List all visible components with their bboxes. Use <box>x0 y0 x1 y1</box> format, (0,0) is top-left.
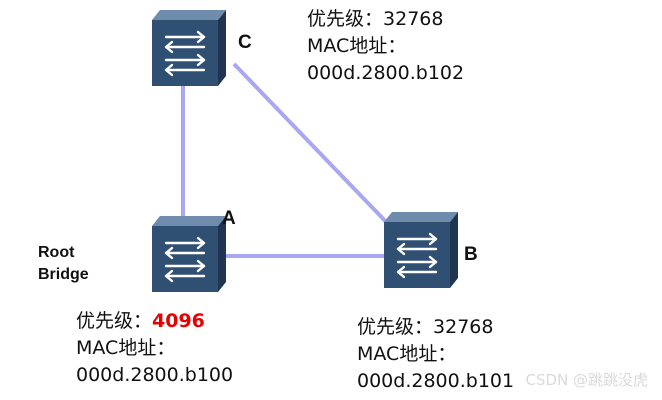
switch-a-label: A <box>222 208 236 229</box>
link-c-b <box>232 62 394 230</box>
switch-b-label: B <box>464 244 478 265</box>
switch-c-info: 优先级：32768 MAC地址： 000d.2800.b102 <box>307 6 464 87</box>
mac-value: 000d.2800.b100 <box>76 364 234 386</box>
switch-c-priority: 优先级：32768 <box>307 6 464 33</box>
switch-a-icon[interactable] <box>152 216 226 292</box>
switch-b-info: 优先级：32768 MAC地址： 000d.2800.b101 <box>357 314 514 395</box>
root-bridge-tag: Root Bridge <box>38 242 89 286</box>
switch-c-label: C <box>238 32 252 53</box>
mac-value: 000d.2800.b102 <box>307 62 465 84</box>
mac-label: MAC地址： <box>357 343 457 365</box>
priority-value: 32768 <box>383 8 444 30</box>
priority-label: 优先级： <box>307 8 384 30</box>
switch-b-icon[interactable] <box>384 212 458 288</box>
switch-c-icon[interactable] <box>152 10 226 86</box>
priority-label: 优先级： <box>357 316 434 338</box>
mac-label: MAC地址： <box>76 337 176 359</box>
root-tag-line1: Root <box>38 244 75 261</box>
root-priority-value: 4096 <box>152 310 205 332</box>
root-tag-line2: Bridge <box>38 266 89 283</box>
priority-value: 32768 <box>433 316 494 338</box>
priority-label: 优先级： <box>76 310 153 332</box>
switch-b-priority: 优先级：32768 <box>357 314 514 341</box>
mac-value: 000d.2800.b101 <box>357 370 515 392</box>
switch-a-priority: 优先级：4096 <box>76 308 233 335</box>
mac-label: MAC地址： <box>307 35 407 57</box>
switch-a-info: 优先级：4096 MAC地址： 000d.2800.b100 <box>76 308 233 389</box>
watermark-text: CSDN @跳跳没虎 <box>525 371 648 389</box>
